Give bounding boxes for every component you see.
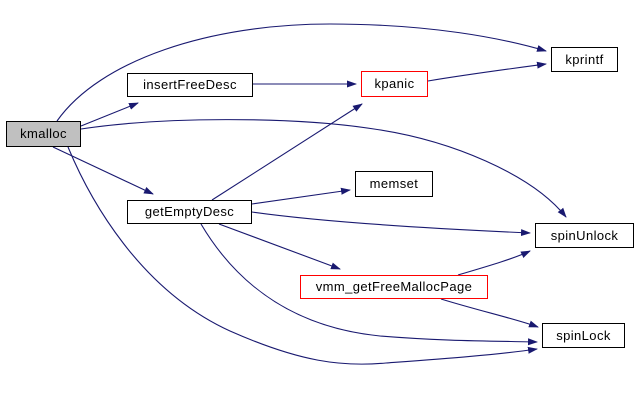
edge-getEmptyDesc-to-memset (251, 187, 351, 205)
node-label-insertFreeDesc: insertFreeDesc (143, 77, 237, 92)
node-spinLock[interactable]: spinLock (542, 323, 625, 348)
node-insertFreeDesc[interactable]: insertFreeDesc (127, 73, 253, 97)
edge-group (52, 23, 567, 365)
edge-kpanic-to-kprintf (427, 61, 547, 82)
node-label-kprintf: kprintf (565, 51, 604, 67)
edge-vmm_getFreeMallocPage-to-spinLock (440, 298, 539, 328)
edge-kmalloc-to-spinUnlock (80, 119, 567, 218)
edge-getEmptyDesc-to-spinLock (200, 223, 538, 346)
node-label-vmm_getFreeMallocPage: vmm_getFreeMallocPage (315, 279, 473, 294)
edge-getEmptyDesc-to-vmm_getFreeMallocPage (218, 223, 341, 270)
edge-kmalloc-to-spinLock (67, 146, 538, 365)
node-label-kmalloc: kmalloc (20, 126, 67, 141)
node-kpanic[interactable]: kpanic (361, 71, 428, 97)
node-label-memset: memset (369, 176, 419, 191)
edge-kmalloc-to-kprintf (56, 23, 547, 122)
edge-kmalloc-to-getEmptyDesc (52, 146, 154, 195)
node-label-kpanic: kpanic (374, 76, 415, 91)
edge-vmm_getFreeMallocPage-to-spinUnlock (457, 250, 531, 276)
node-spinUnlock[interactable]: spinUnlock (535, 223, 634, 248)
node-label-spinUnlock: spinUnlock (550, 227, 619, 243)
node-kprintf[interactable]: kprintf (551, 47, 618, 72)
edge-getEmptyDesc-to-spinUnlock (251, 211, 531, 237)
node-vmm_getFreeMallocPage[interactable]: vmm_getFreeMallocPage (300, 275, 488, 299)
node-getEmptyDesc[interactable]: getEmptyDesc (127, 200, 252, 224)
node-kmalloc[interactable]: kmalloc (6, 121, 81, 147)
node-memset[interactable]: memset (355, 171, 433, 197)
node-label-getEmptyDesc: getEmptyDesc (144, 204, 235, 219)
node-label-spinLock: spinLock (556, 327, 611, 343)
edge-getEmptyDesc-to-kpanic (211, 103, 363, 201)
edge-kmalloc-to-insertFreeDesc (80, 102, 139, 127)
